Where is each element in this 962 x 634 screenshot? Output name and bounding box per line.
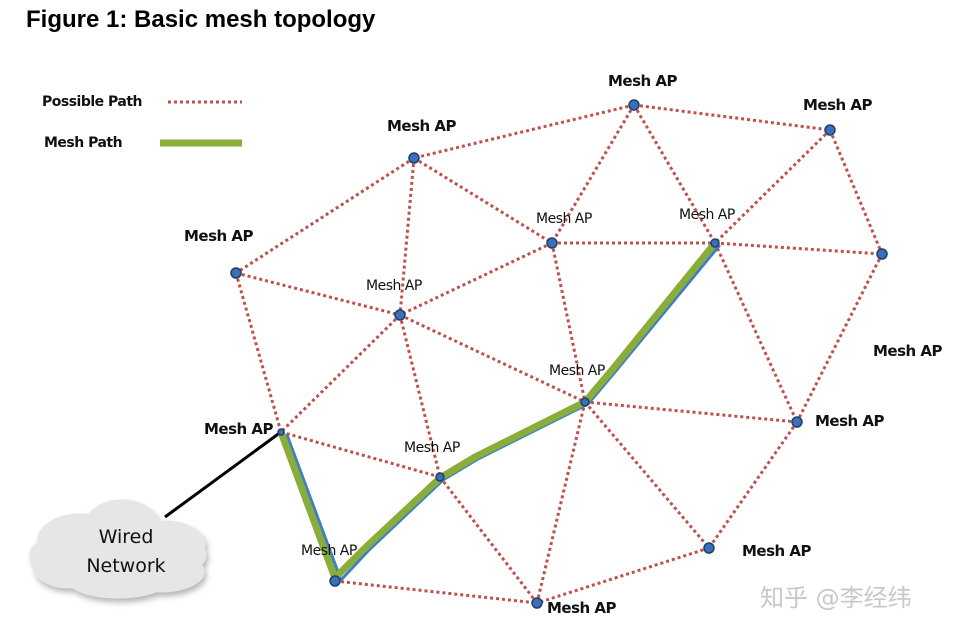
node-bottom-left <box>329 575 341 587</box>
figure-title: Figure 1: Basic mesh topology <box>26 6 376 33</box>
node-label-gateway: Mesh AP <box>204 420 274 438</box>
node-label-upper-left: Mesh AP <box>387 117 457 135</box>
wired-network-cloud <box>29 499 207 599</box>
node-label-lower-mid: Mesh AP <box>404 440 460 456</box>
node-label-far-right: Mesh AP <box>873 342 943 360</box>
node-top-right <box>824 124 836 136</box>
legend-possible-path-label: Possible Path <box>42 94 143 110</box>
node-label-left: Mesh AP <box>184 227 254 245</box>
node-lower-mid <box>435 472 445 482</box>
wired-link <box>164 430 282 519</box>
possible-paths <box>234 103 884 605</box>
node-label-bottom-right: Mesh AP <box>742 542 812 560</box>
mesh-path <box>277 239 721 582</box>
node-label-center-top: Mesh AP <box>536 211 592 227</box>
node-upper-left <box>408 152 420 164</box>
cloud-label-line2: Network <box>86 555 166 577</box>
node-label-top: Mesh AP <box>608 72 678 90</box>
node-center-left <box>394 309 406 321</box>
node-label-bottom: Mesh AP <box>547 599 617 617</box>
node-label-center-left: Mesh AP <box>366 278 422 294</box>
node-center <box>580 397 590 407</box>
node-far-right <box>876 248 888 260</box>
node-right-upper <box>710 238 720 248</box>
node-bottom <box>531 597 543 609</box>
node-right <box>791 416 803 428</box>
node-bottom-right <box>703 542 715 554</box>
legend-mesh-path-label: Mesh Path <box>44 135 123 151</box>
cloud-label: Wired Network <box>68 523 184 581</box>
node-gateway <box>277 428 285 436</box>
cloud-label-line1: Wired <box>98 526 154 548</box>
node-label-right: Mesh AP <box>815 412 885 430</box>
node-top <box>628 99 640 111</box>
watermark: 知乎 @李经纬 <box>760 584 912 612</box>
node-label-bottom-left: Mesh AP <box>301 543 357 559</box>
node-center-top <box>546 237 558 249</box>
node-label-top-right: Mesh AP <box>803 96 873 114</box>
node-label-center: Mesh AP <box>549 363 605 379</box>
node-label-right-upper: Mesh AP <box>679 207 735 223</box>
node-left <box>230 267 242 279</box>
mesh-ap-nodes <box>230 99 888 609</box>
